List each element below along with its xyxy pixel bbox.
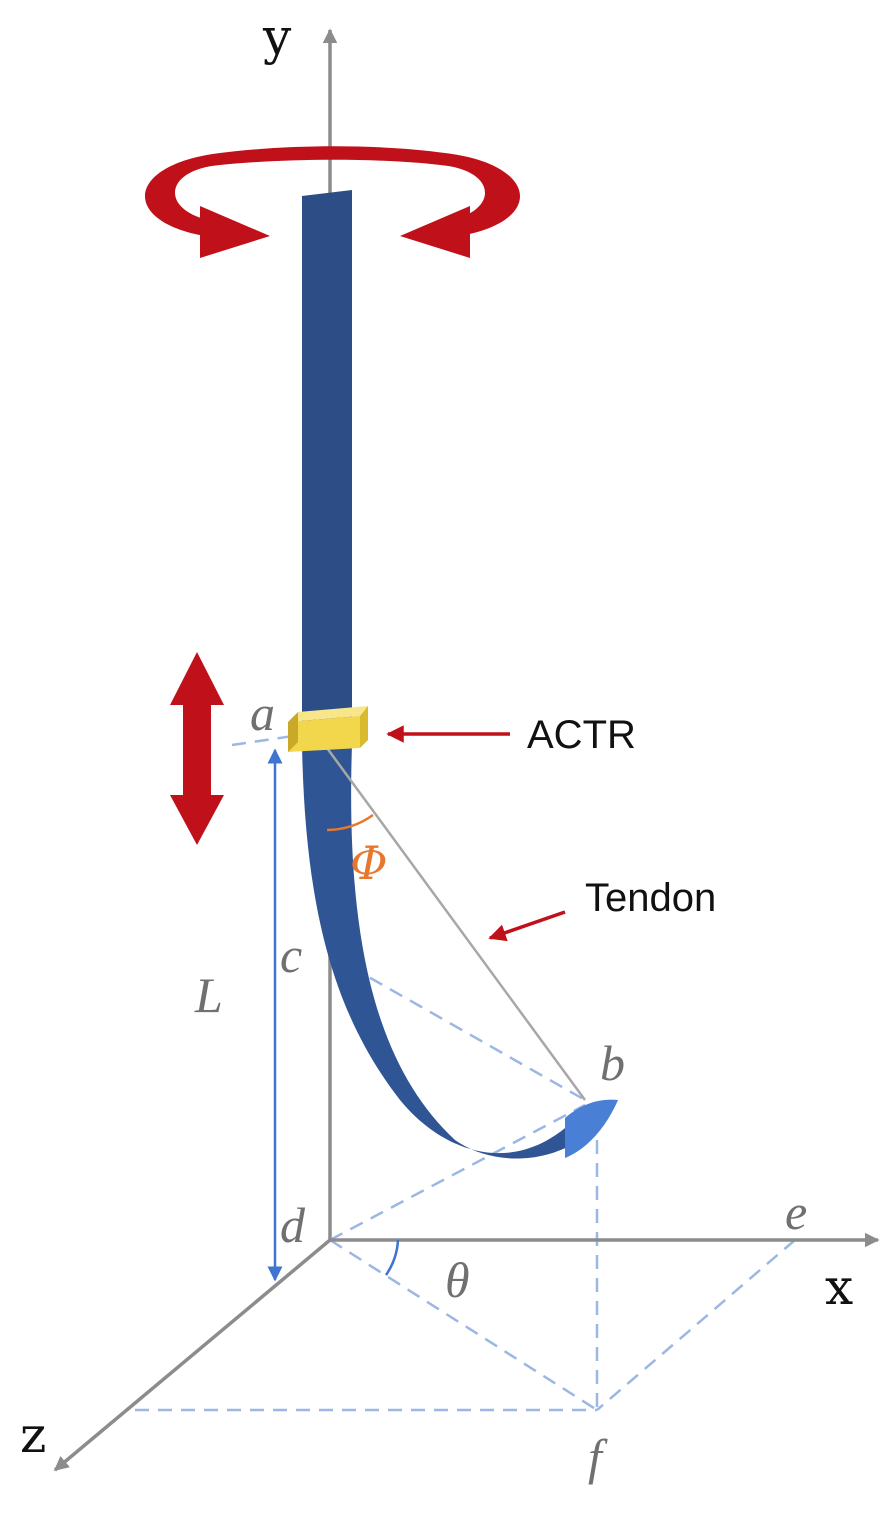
tendon-line xyxy=(325,747,587,1101)
tendon-label: Tendon xyxy=(585,876,717,920)
theta-symbol: θ xyxy=(445,1252,470,1308)
z-axis xyxy=(53,1238,332,1472)
phi-symbol: Φ xyxy=(350,836,388,890)
actuator-block xyxy=(288,706,368,752)
point-c-label: c xyxy=(280,927,303,983)
guide-d-b xyxy=(329,1103,586,1242)
point-e-label: e xyxy=(785,1184,808,1240)
point-b-label: b xyxy=(600,1035,625,1091)
length-symbol: L xyxy=(195,967,223,1023)
tendon-callout-arrow-icon xyxy=(488,910,566,942)
point-f-label: f xyxy=(588,1429,602,1485)
point-d-label: d xyxy=(280,1197,305,1253)
z-axis-label: z xyxy=(20,1406,47,1464)
theta-arc xyxy=(384,1239,400,1276)
actr-label: ACTR xyxy=(527,713,636,757)
guide-d-f xyxy=(329,1238,598,1412)
guide-e-f xyxy=(596,1239,796,1411)
x-axis-label: x xyxy=(825,1258,854,1316)
translation-arrow-icon xyxy=(170,652,224,845)
rod-straight-section xyxy=(302,190,352,745)
point-a-label: a xyxy=(250,685,275,741)
y-axis-label: y xyxy=(263,8,292,66)
rod-tip xyxy=(565,1099,618,1158)
phi-arc xyxy=(326,813,374,832)
rod-curved-section xyxy=(302,745,618,1159)
dashed-guides xyxy=(135,733,796,1412)
guide-c-b xyxy=(329,953,586,1102)
rotation-arrow-icon xyxy=(145,146,520,258)
